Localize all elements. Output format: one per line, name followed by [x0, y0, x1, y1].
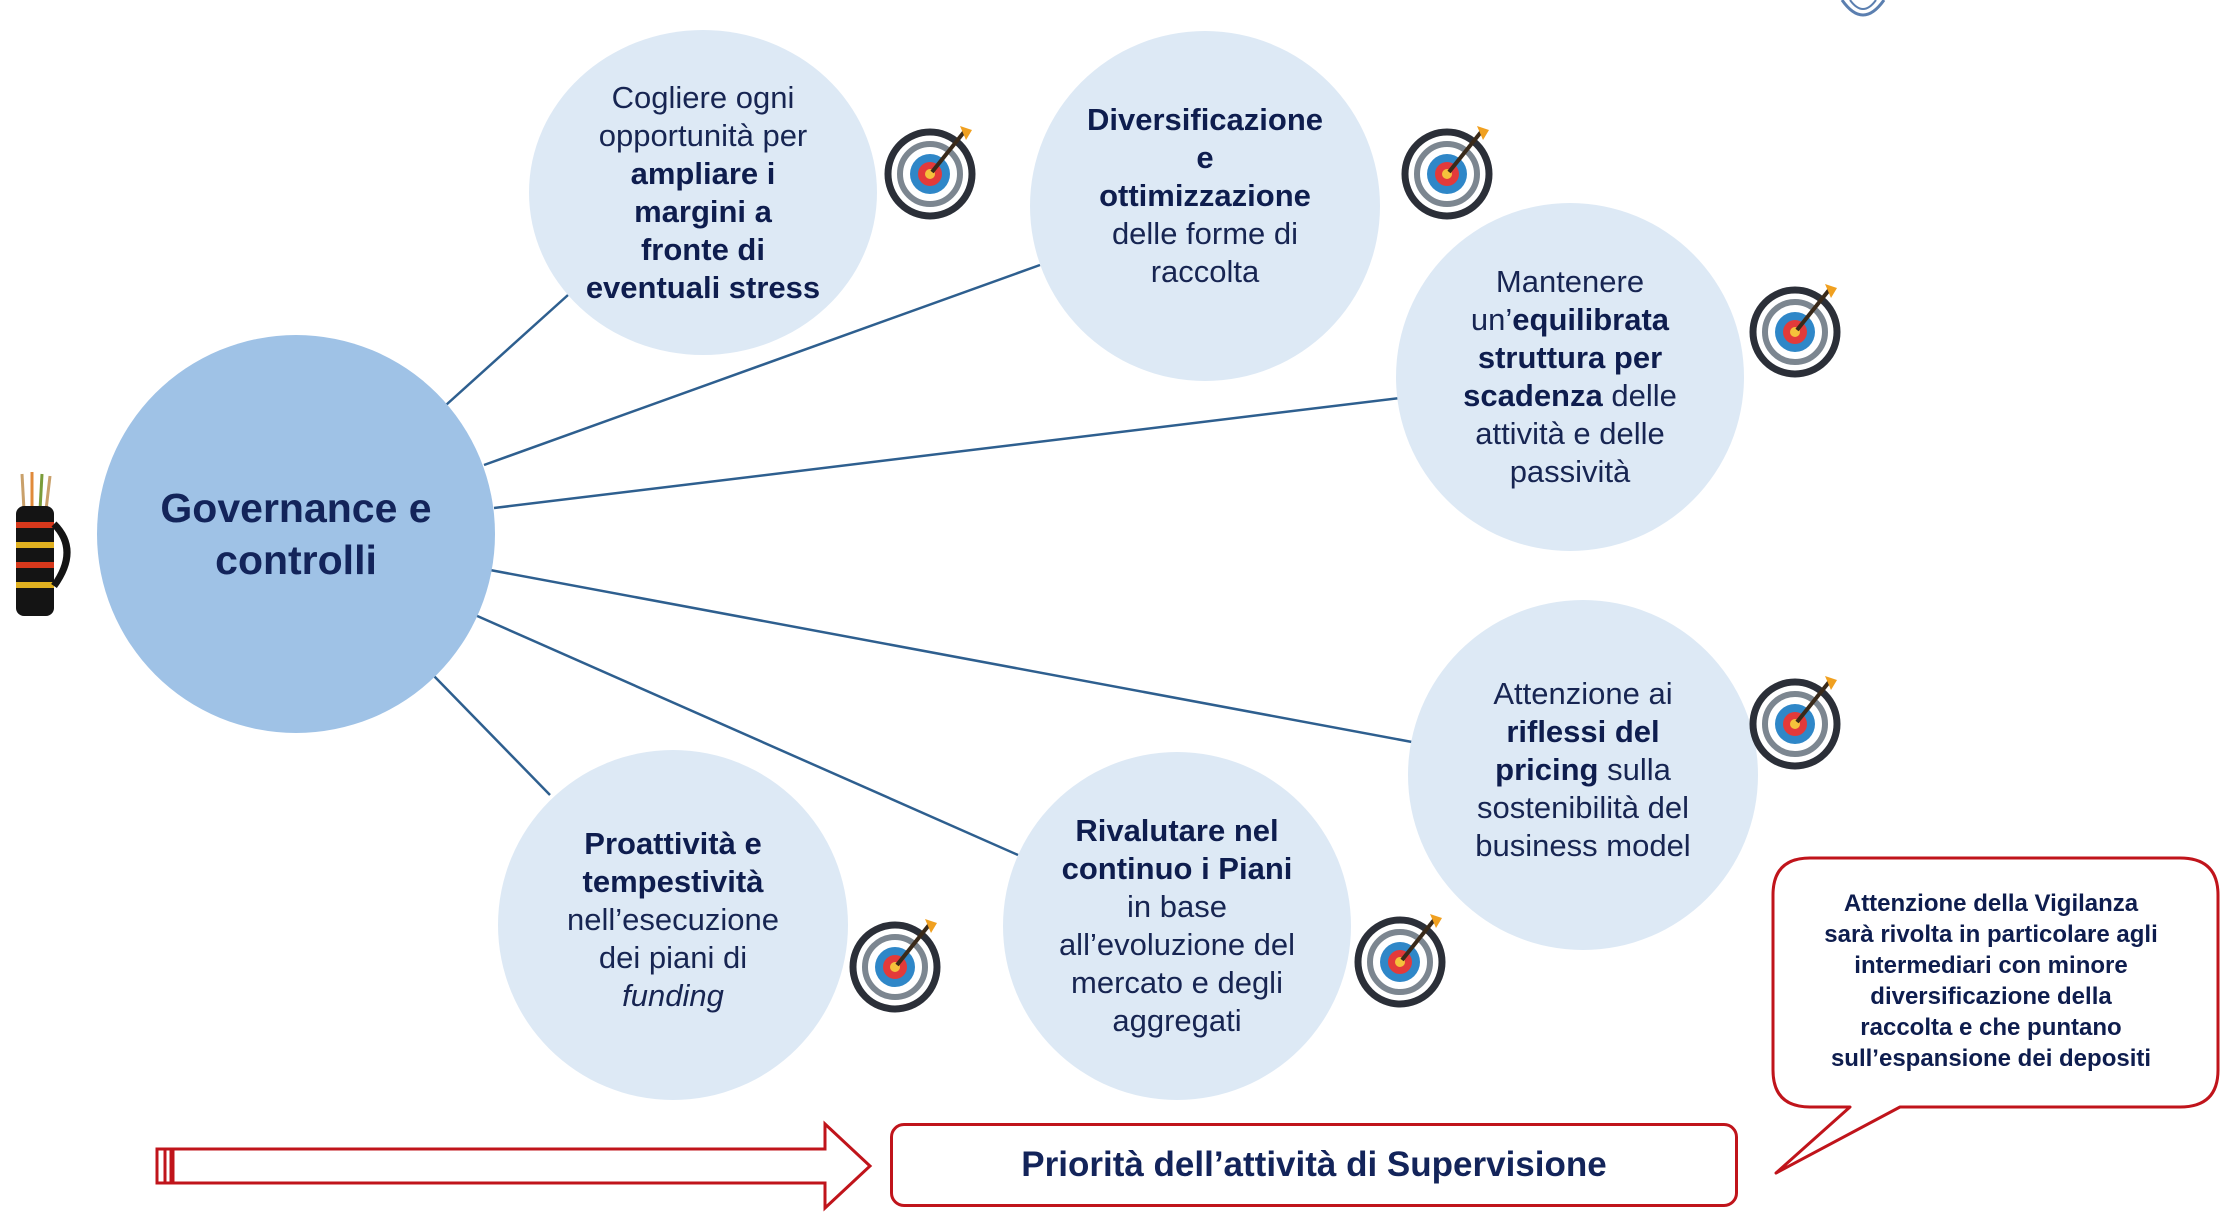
hub-governance-controlli: Governance e controlli: [97, 335, 495, 733]
connector-proattivita: [433, 675, 551, 796]
node-diversificazione: Diversificazione e ottimizzazione delle …: [1030, 31, 1380, 381]
connector-piani: [474, 613, 1019, 857]
node-margini-line: opportunità per: [598, 117, 808, 153]
node-piani-line: mercato e degli: [1071, 965, 1283, 1000]
quiver-icon: [16, 472, 71, 616]
node-pricing-line: pricing sulla: [1495, 752, 1671, 787]
node-scadenze-line: attività e delle: [1475, 416, 1665, 451]
node-pricing-line: sostenibilità del: [1477, 790, 1689, 825]
node-piani-line: all’evoluzione del: [1058, 927, 1296, 962]
callout-text: Attenzione della Vigilanza sarà rivolta …: [1796, 888, 2186, 1074]
target-icon: [1354, 914, 1446, 1008]
node-margini: Cogliere ogni opportunità per ampliare i…: [529, 30, 877, 355]
node-pricing-line: Attenzione ai: [1493, 676, 1673, 711]
arrow-right-icon: [155, 1120, 873, 1212]
target-icon: [1401, 126, 1493, 220]
node-margini-line: fronte di: [640, 231, 765, 267]
node-piani-line: in base: [1127, 889, 1227, 924]
node-scadenze-line: passività: [1509, 454, 1631, 489]
target-icon: [849, 919, 941, 1013]
target-icon: [1749, 676, 1841, 770]
node-proattivita-line: nell’esecuzione: [567, 902, 779, 937]
node-proattivita-line: funding: [622, 978, 724, 1013]
target-icon: [1749, 284, 1841, 378]
node-scadenze-line: Mantenere: [1495, 264, 1645, 299]
node-diversificazione-line: ottimizzazione: [1099, 178, 1311, 213]
node-proattivita-line: dei piani di: [598, 940, 748, 975]
node-margini-line: eventuali stress: [585, 269, 821, 305]
node-proattivita-line: Proattività e: [584, 826, 762, 861]
logo-mark-icon: [1840, 0, 1886, 17]
callout-bubble: [1771, 856, 2220, 1175]
connector-diversificazione: [483, 263, 1041, 467]
hub-title-line2: controlli: [215, 537, 377, 583]
node-piani-line: aggregati: [1112, 1003, 1242, 1038]
node-diversificazione-line: e: [1196, 140, 1214, 175]
callout-line: sull’espansione dei depositi: [1830, 1045, 2152, 1072]
supervision-priority-banner: Priorità dell’attività di Supervisione: [890, 1123, 1738, 1207]
node-pricing-line: riflessi del: [1506, 714, 1660, 749]
banner-label: Priorità dell’attività di Supervisione: [1021, 1145, 1607, 1184]
connector-margini: [445, 294, 569, 406]
node-scadenze: Mantenere un’equilibrata struttura per s…: [1396, 203, 1744, 551]
node-diversificazione-line: raccolta: [1150, 254, 1260, 289]
node-scadenze-line: struttura per: [1477, 340, 1663, 375]
node-margini-line: Cogliere ogni: [611, 79, 795, 115]
callout-line: raccolta e che puntano: [1860, 1014, 2122, 1041]
callout-line: diversificazione della: [1870, 983, 2112, 1010]
callout-line: sarà rivolta in particolare agli: [1824, 921, 2158, 948]
node-scadenze-line: scadenza delle: [1463, 378, 1677, 413]
node-proattivita: Proattività e tempestività nell’esecuzio…: [498, 750, 848, 1100]
node-margini-line: margini a: [634, 193, 772, 229]
target-icon: [884, 126, 976, 220]
node-pricing-line: business model: [1475, 828, 1691, 863]
callout-line: Attenzione della Vigilanza: [1843, 890, 2139, 917]
node-piani-line: Rivalutare nel: [1075, 813, 1279, 848]
connector-pricing: [489, 568, 1413, 744]
node-diversificazione-line: Diversificazione: [1086, 102, 1324, 137]
node-margini-line: ampliare i: [630, 155, 776, 191]
callout-line: intermediari con minore: [1854, 952, 2128, 979]
node-scadenze-line: un’equilibrata: [1470, 302, 1670, 337]
node-diversificazione-line: delle forme di: [1111, 216, 1299, 251]
node-piani: Rivalutare nel continuo i Piani in base …: [1003, 752, 1351, 1100]
node-piani-line: continuo i Piani: [1061, 851, 1293, 886]
node-pricing: Attenzione ai riflessi del pricing sulla…: [1408, 600, 1758, 950]
node-proattivita-line: tempestività: [582, 864, 764, 899]
connector-scadenze: [493, 396, 1401, 510]
hub-title-line1: Governance e: [160, 485, 432, 531]
